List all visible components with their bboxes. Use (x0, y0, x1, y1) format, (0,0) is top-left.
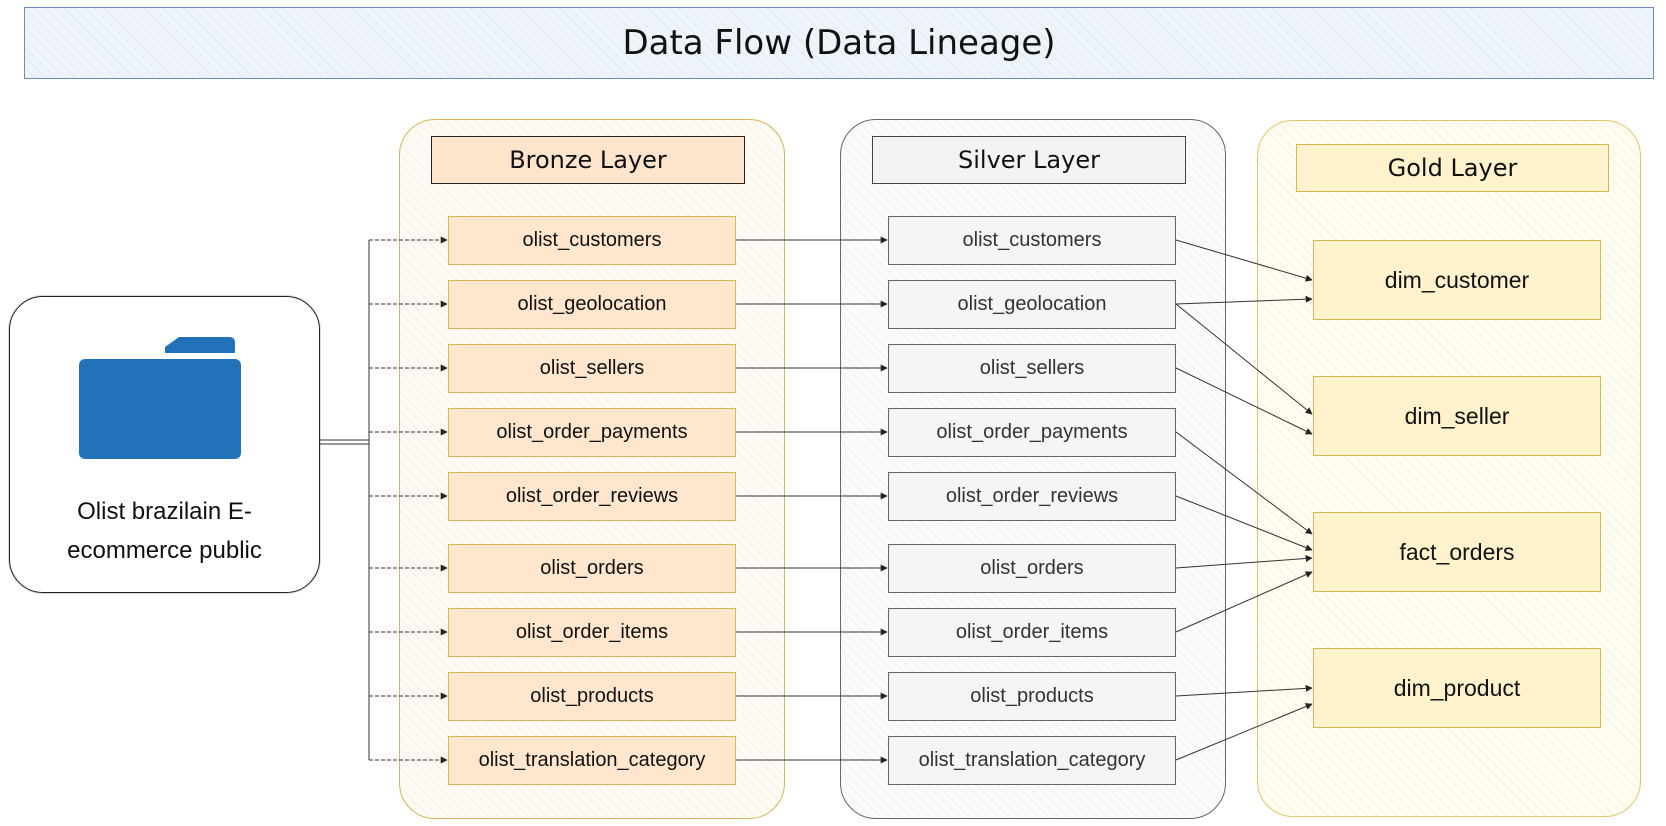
source-dataset-label: Olist brazilain E-ecommerce public (67, 498, 262, 564)
silver-table-olist-geolocation: olist_geolocation (888, 280, 1176, 329)
gold-table-dim-customer: dim_customer (1313, 240, 1601, 320)
silver-table-olist-translation-category: olist_translation_category (888, 736, 1176, 785)
folder-icon (79, 337, 241, 459)
bronze-table-olist-order-payments: olist_order_payments (448, 408, 736, 457)
bronze-table-olist-sellers: olist_sellers (448, 344, 736, 393)
bronze-table-olist-translation-category: olist_translation_category (448, 736, 736, 785)
silver-table-olist-products: olist_products (888, 672, 1176, 721)
gold-table-fact-orders: fact_orders (1313, 512, 1601, 592)
bronze-table-olist-customers: olist_customers (448, 216, 736, 265)
silver-layer-header: Silver Layer (872, 136, 1186, 184)
silver-table-olist-customers: olist_customers (888, 216, 1176, 265)
silver-table-olist-sellers: olist_sellers (888, 344, 1176, 393)
gold-layer-header: Gold Layer (1296, 144, 1609, 192)
bronze-layer-header: Bronze Layer (431, 136, 745, 184)
silver-table-olist-order-reviews: olist_order_reviews (888, 472, 1176, 521)
bronze-table-olist-order-reviews: olist_order_reviews (448, 472, 736, 521)
silver-table-olist-order-payments: olist_order_payments (888, 408, 1176, 457)
bronze-table-olist-order-items: olist_order_items (448, 608, 736, 657)
bronze-table-olist-products: olist_products (448, 672, 736, 721)
gold-table-dim-product: dim_product (1313, 648, 1601, 728)
silver-table-olist-order-items: olist_order_items (888, 608, 1176, 657)
gold-table-dim-seller: dim_seller (1313, 376, 1601, 456)
bronze-table-olist-geolocation: olist_geolocation (448, 280, 736, 329)
bronze-table-olist-orders: olist_orders (448, 544, 736, 593)
diagram-title: Data Flow (Data Lineage) (24, 7, 1654, 79)
source-dataset-box: Olist brazilain E-ecommerce public (9, 296, 320, 593)
silver-table-olist-orders: olist_orders (888, 544, 1176, 593)
